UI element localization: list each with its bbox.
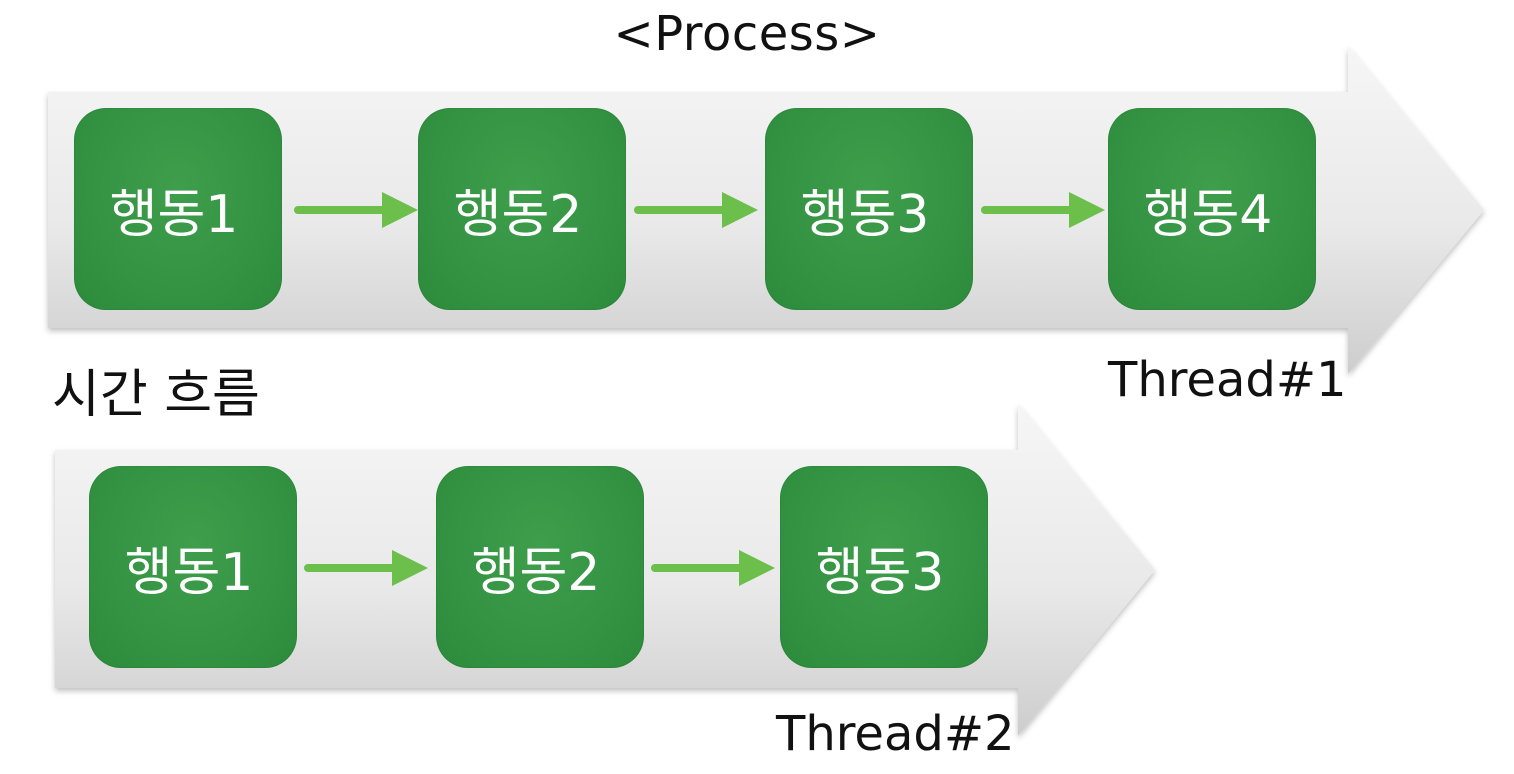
action-label: 행동4 [1143,184,1273,245]
action-label: 행동1 [109,184,239,245]
action-label: 행동1 [124,542,254,603]
action-label: 행동2 [453,184,583,245]
thread-2-action-1: 행동1 [89,466,297,668]
thread-1-label: Thread#1 [1108,352,1347,408]
process-title-text: <Process> [613,6,881,62]
time-flow-label: 시간 흐름 [52,365,260,425]
thread-1-action-3: 행동3 [765,108,973,310]
thread-2-action-3: 행동3 [780,466,988,668]
thread-2-label: Thread#2 [776,706,1015,762]
action-label: 행동3 [815,542,945,603]
thread-1-action-4: 행동4 [1108,108,1316,310]
action-label: 행동3 [800,184,930,245]
thread-1-action-2: 행동2 [418,108,626,310]
action-label: 행동2 [471,542,601,603]
thread-1-action-1: 행동1 [74,108,282,310]
thread-2-action-2: 행동2 [436,466,644,668]
process-title: <Process> [0,6,1514,62]
